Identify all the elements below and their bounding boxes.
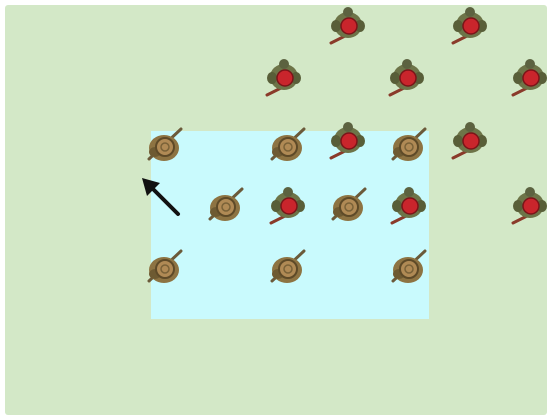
enemy-unit[interactable] bbox=[386, 183, 432, 229]
spearman-shield-icon bbox=[202, 183, 248, 229]
spearman-shield-icon bbox=[141, 123, 187, 169]
enemy-unit[interactable] bbox=[265, 183, 311, 229]
allied-unit[interactable] bbox=[385, 245, 431, 291]
spearman-shield-icon bbox=[264, 245, 310, 291]
red-shield-warrior-icon bbox=[447, 3, 493, 49]
allied-unit[interactable] bbox=[202, 183, 248, 229]
allied-unit[interactable] bbox=[385, 123, 431, 169]
red-shield-warrior-icon bbox=[325, 3, 371, 49]
red-shield-warrior-icon bbox=[507, 183, 551, 229]
spearman-shield-icon bbox=[325, 183, 371, 229]
spearman-shield-icon bbox=[385, 123, 431, 169]
allied-unit[interactable] bbox=[264, 245, 310, 291]
red-shield-warrior-icon bbox=[507, 55, 551, 101]
allied-unit[interactable] bbox=[141, 123, 187, 169]
allied-unit[interactable] bbox=[325, 183, 371, 229]
enemy-unit[interactable] bbox=[507, 55, 551, 101]
red-shield-warrior-icon bbox=[325, 118, 371, 164]
enemy-unit[interactable] bbox=[384, 55, 430, 101]
enemy-unit[interactable] bbox=[325, 118, 371, 164]
arrow-cursor-icon bbox=[140, 176, 186, 222]
spearman-shield-icon bbox=[141, 245, 187, 291]
enemy-unit[interactable] bbox=[325, 3, 371, 49]
enemy-unit[interactable] bbox=[261, 55, 307, 101]
enemy-unit[interactable] bbox=[507, 183, 551, 229]
allied-unit[interactable] bbox=[141, 245, 187, 291]
enemy-unit[interactable] bbox=[447, 118, 493, 164]
spearman-shield-icon bbox=[385, 245, 431, 291]
red-shield-warrior-icon bbox=[447, 118, 493, 164]
enemy-unit[interactable] bbox=[447, 3, 493, 49]
red-shield-warrior-icon bbox=[265, 183, 311, 229]
red-shield-warrior-icon bbox=[386, 183, 432, 229]
allied-unit[interactable] bbox=[264, 123, 310, 169]
red-shield-warrior-icon bbox=[384, 55, 430, 101]
spearman-shield-icon bbox=[264, 123, 310, 169]
red-shield-warrior-icon bbox=[261, 55, 307, 101]
